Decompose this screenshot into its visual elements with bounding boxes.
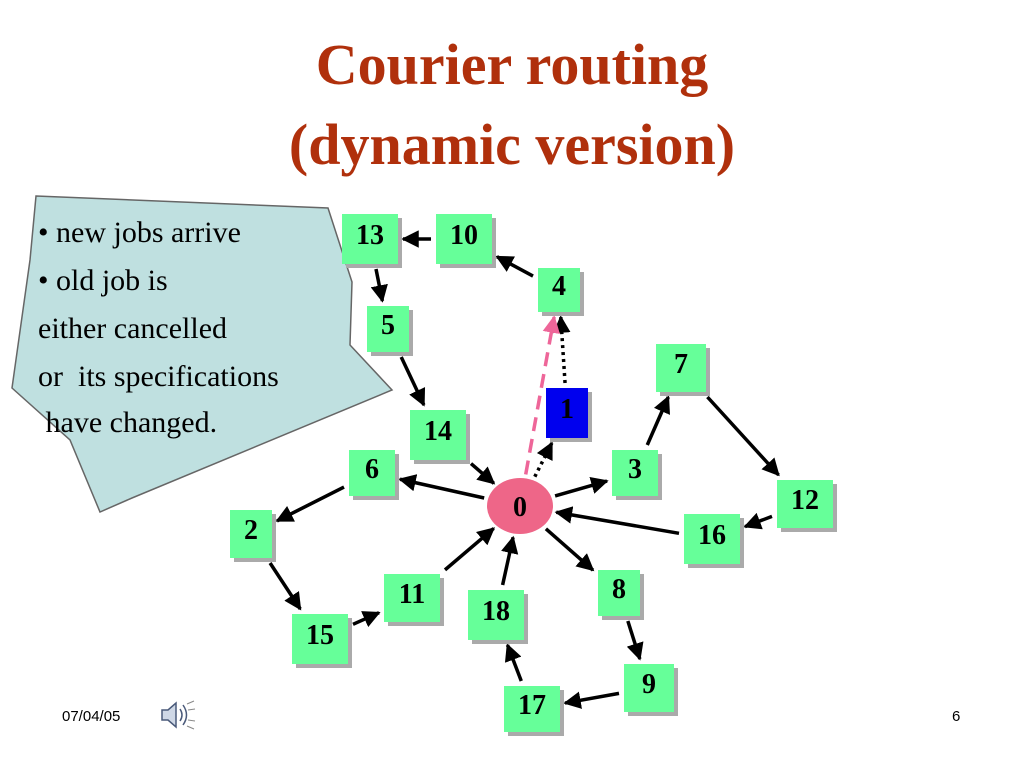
footer-date: 07/04/05: [62, 708, 121, 725]
node-label-13: 13: [356, 220, 384, 251]
node-label-11: 11: [399, 579, 425, 610]
edge-4-to-10: [495, 255, 534, 278]
edge-0-to-6: [398, 474, 485, 500]
node-4: 4: [538, 268, 584, 316]
node-label-6: 6: [365, 454, 379, 485]
edge-5-to-14: [399, 356, 426, 407]
node-14: 14: [410, 410, 470, 464]
node-label-15: 15: [306, 620, 334, 651]
edge-12-to-16: [743, 512, 773, 530]
edge-0-to-1: [533, 441, 554, 478]
node-label-4: 4: [552, 271, 566, 302]
edge-9-to-17: [563, 691, 620, 709]
edge-8-to-9: [626, 620, 644, 661]
slide-title-line-1: Courier routing: [315, 32, 709, 97]
edge-1-to-4: [553, 315, 571, 384]
node-3: 3: [612, 450, 662, 500]
node-17: 17: [504, 686, 564, 736]
slide-title-line-2: (dynamic version): [288, 112, 736, 177]
node-label-0: 0: [513, 492, 527, 523]
callout-line-1: • new jobs arrive: [38, 216, 241, 249]
node-15: 15: [292, 614, 352, 668]
node-6: 6: [349, 450, 399, 500]
node-label-1: 1: [560, 394, 574, 425]
callout-line-3: either cancelled: [38, 312, 228, 345]
edge-0-to-3: [554, 476, 609, 498]
edge-6-to-2: [275, 485, 345, 523]
node-label-10: 10: [450, 220, 478, 251]
node-2: 2: [230, 510, 276, 562]
edge-0-to-4: [523, 315, 560, 475]
node-10: 10: [436, 214, 496, 268]
edges-layer: [268, 230, 780, 709]
node-label-12: 12: [791, 485, 819, 516]
node-13: 13: [342, 214, 402, 268]
node-12: 12: [777, 480, 837, 532]
edge-7-to-12: [706, 395, 780, 477]
node-8: 8: [598, 570, 644, 620]
footer-page-number: 6: [952, 708, 961, 725]
node-5: 5: [367, 306, 413, 356]
node-7: 7: [656, 344, 710, 396]
edge-18-to-0: [500, 535, 519, 586]
edge-11-to-0: [443, 527, 495, 572]
callout-line-4: or its specifications: [38, 360, 279, 393]
node-label-7: 7: [674, 349, 688, 380]
node-label-2: 2: [244, 515, 258, 546]
edge-13-to-5: [370, 268, 388, 303]
callout-line-2: • old job is: [38, 264, 168, 297]
nodes-layer: 0 13 10 4 5 7 1 14 6 3 12 2 16 8 11 18 15 9 17: [230, 214, 837, 736]
edge-17-to-18: [504, 643, 523, 682]
node-label-5: 5: [381, 310, 395, 341]
edge-3-to-7: [645, 395, 670, 446]
edge-2-to-15: [268, 562, 302, 611]
edge-0-to-8: [544, 527, 595, 572]
edge-15-to-11: [352, 611, 381, 628]
node-label-9: 9: [642, 669, 656, 700]
node-9: 9: [624, 664, 678, 716]
node-label-14: 14: [424, 416, 452, 447]
node-label-17: 17: [518, 690, 546, 721]
node-11: 11: [384, 574, 444, 626]
node-18: 18: [468, 590, 528, 644]
node-label-18: 18: [482, 596, 510, 627]
speaker-icon[interactable]: [158, 698, 198, 732]
depot-node-0: 0: [487, 478, 553, 534]
node-label-3: 3: [628, 454, 642, 485]
node-label-8: 8: [612, 574, 626, 605]
node-1: 1: [546, 388, 592, 442]
edge-16-to-0: [554, 506, 680, 536]
node-16: 16: [684, 514, 744, 568]
edge-14-to-0: [469, 462, 496, 485]
node-label-16: 16: [698, 520, 726, 551]
callout-line-5: have changed.: [38, 406, 218, 439]
